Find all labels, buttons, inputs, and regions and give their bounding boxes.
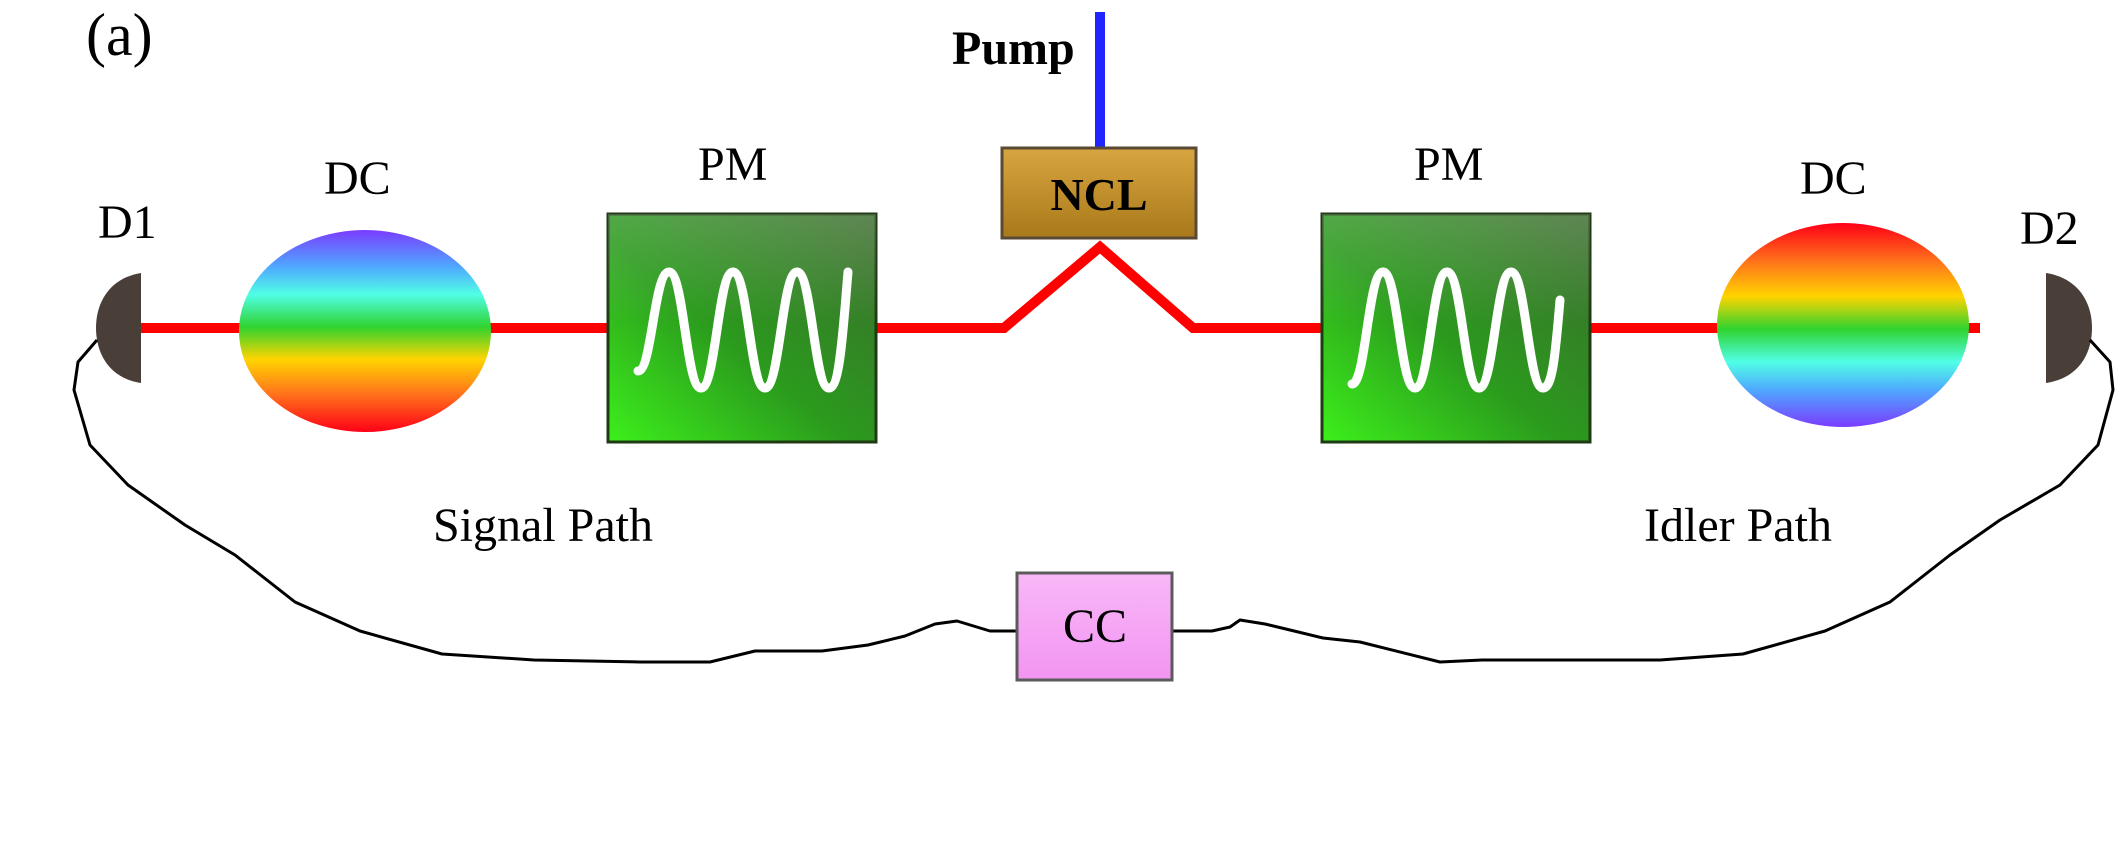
- signal-path-label: Signal Path: [433, 499, 653, 552]
- pm-left-label: PM: [698, 138, 767, 191]
- wire-left: [72, 339, 1017, 664]
- modulator-left: PM: [606, 138, 878, 444]
- dispersion-left: DC: [239, 152, 491, 432]
- sine-wave-icon: [1347, 267, 1565, 393]
- ncl-label: NCL: [1050, 169, 1147, 220]
- d1-label: D1: [98, 196, 157, 249]
- pump-label: Pump: [952, 22, 1075, 75]
- detector-icon: [2046, 273, 2092, 383]
- d2-label: D2: [2020, 202, 2079, 255]
- detector-d1: D1: [96, 196, 157, 383]
- idler-path-label: Idler Path: [1644, 499, 1832, 552]
- dispersion-right: DC: [1717, 152, 1969, 427]
- rainbow-ellipse-icon: [239, 230, 491, 432]
- wire-right: [1170, 338, 2115, 664]
- dc-left-label: DC: [324, 152, 391, 205]
- detector-d2: D2: [2020, 202, 2092, 383]
- detector-icon: [96, 273, 141, 383]
- panel-label: (a): [86, 2, 153, 68]
- cc-label: CC: [1063, 600, 1127, 653]
- rainbow-ellipse-icon: [1717, 223, 1969, 427]
- ncl-source: NCL: [1000, 146, 1198, 240]
- sine-wave-icon: [633, 267, 853, 393]
- pm-right-label: PM: [1414, 138, 1483, 191]
- modulator-right: PM: [1320, 138, 1592, 444]
- coincidence-counter: CC: [1015, 571, 1174, 682]
- dc-right-label: DC: [1800, 152, 1867, 205]
